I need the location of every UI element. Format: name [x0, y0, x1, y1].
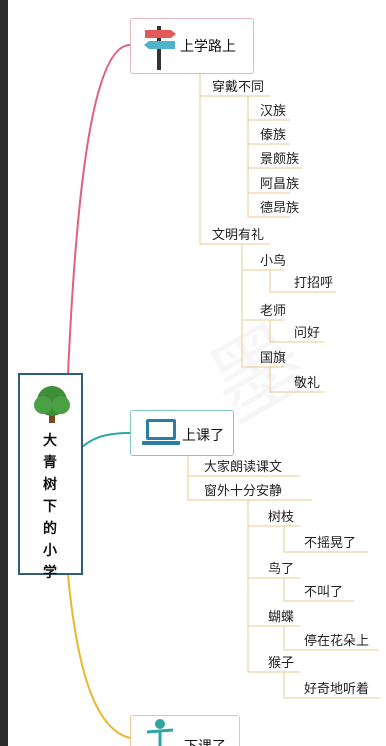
node-manners-flag-action[interactable]: 敬礼: [294, 376, 321, 391]
node-quiet[interactable]: 窗外十分安静: [204, 484, 283, 499]
node-quiet-butterfly-action[interactable]: 停在花朵上: [304, 634, 370, 649]
tree-icon: [34, 386, 70, 423]
node-quiet-bird[interactable]: 鸟了: [268, 562, 295, 577]
root-node[interactable]: [18, 373, 83, 575]
node-dress-achang[interactable]: 阿昌族: [260, 177, 300, 192]
node-reading[interactable]: 大家朗读课文: [204, 460, 283, 475]
node-quiet-monkey[interactable]: 猴子: [268, 656, 295, 671]
node-dress-han[interactable]: 汉族: [260, 104, 287, 119]
node-manners-bird[interactable]: 小鸟: [260, 254, 287, 269]
node-dress-deang[interactable]: 德昂族: [260, 201, 300, 216]
node-manners-teacher[interactable]: 老师: [260, 304, 287, 319]
person-icon: [146, 719, 174, 746]
node-manners-flag[interactable]: 国旗: [260, 351, 287, 366]
node-dress-jingpo[interactable]: 景颇族: [260, 152, 300, 167]
node-quiet-bird-action[interactable]: 不叫了: [304, 585, 344, 600]
branch-school-road[interactable]: [130, 18, 254, 74]
mindmap-canvas: 墨: [8, 0, 386, 746]
node-dress[interactable]: 穿戴不同: [212, 80, 265, 95]
branch-after-class[interactable]: [130, 715, 240, 746]
node-dress-dai[interactable]: 傣族: [260, 128, 287, 143]
laptop-icon: [142, 419, 180, 445]
node-quiet-branch[interactable]: 树枝: [268, 510, 295, 525]
branch-school-road-label: 上学路上: [180, 39, 236, 55]
node-quiet-branch-action[interactable]: 不摇晃了: [304, 536, 357, 551]
connector-lines: [67, 44, 380, 739]
branch-in-class-label: 上课了: [182, 428, 224, 444]
node-quiet-butterfly[interactable]: 蝴蝶: [268, 610, 295, 625]
root-label: 大青树下的小学: [43, 433, 57, 581]
signpost-icon: [144, 26, 176, 70]
node-manners-bird-action[interactable]: 打招呼: [294, 276, 334, 291]
node-manners-teacher-action[interactable]: 问好: [294, 326, 321, 341]
branch-after-class-label: 下课了: [184, 736, 226, 746]
branch-in-class[interactable]: [130, 410, 234, 456]
node-quiet-monkey-action[interactable]: 好奇地听着: [304, 682, 370, 697]
node-manners[interactable]: 文明有礼: [212, 228, 265, 243]
